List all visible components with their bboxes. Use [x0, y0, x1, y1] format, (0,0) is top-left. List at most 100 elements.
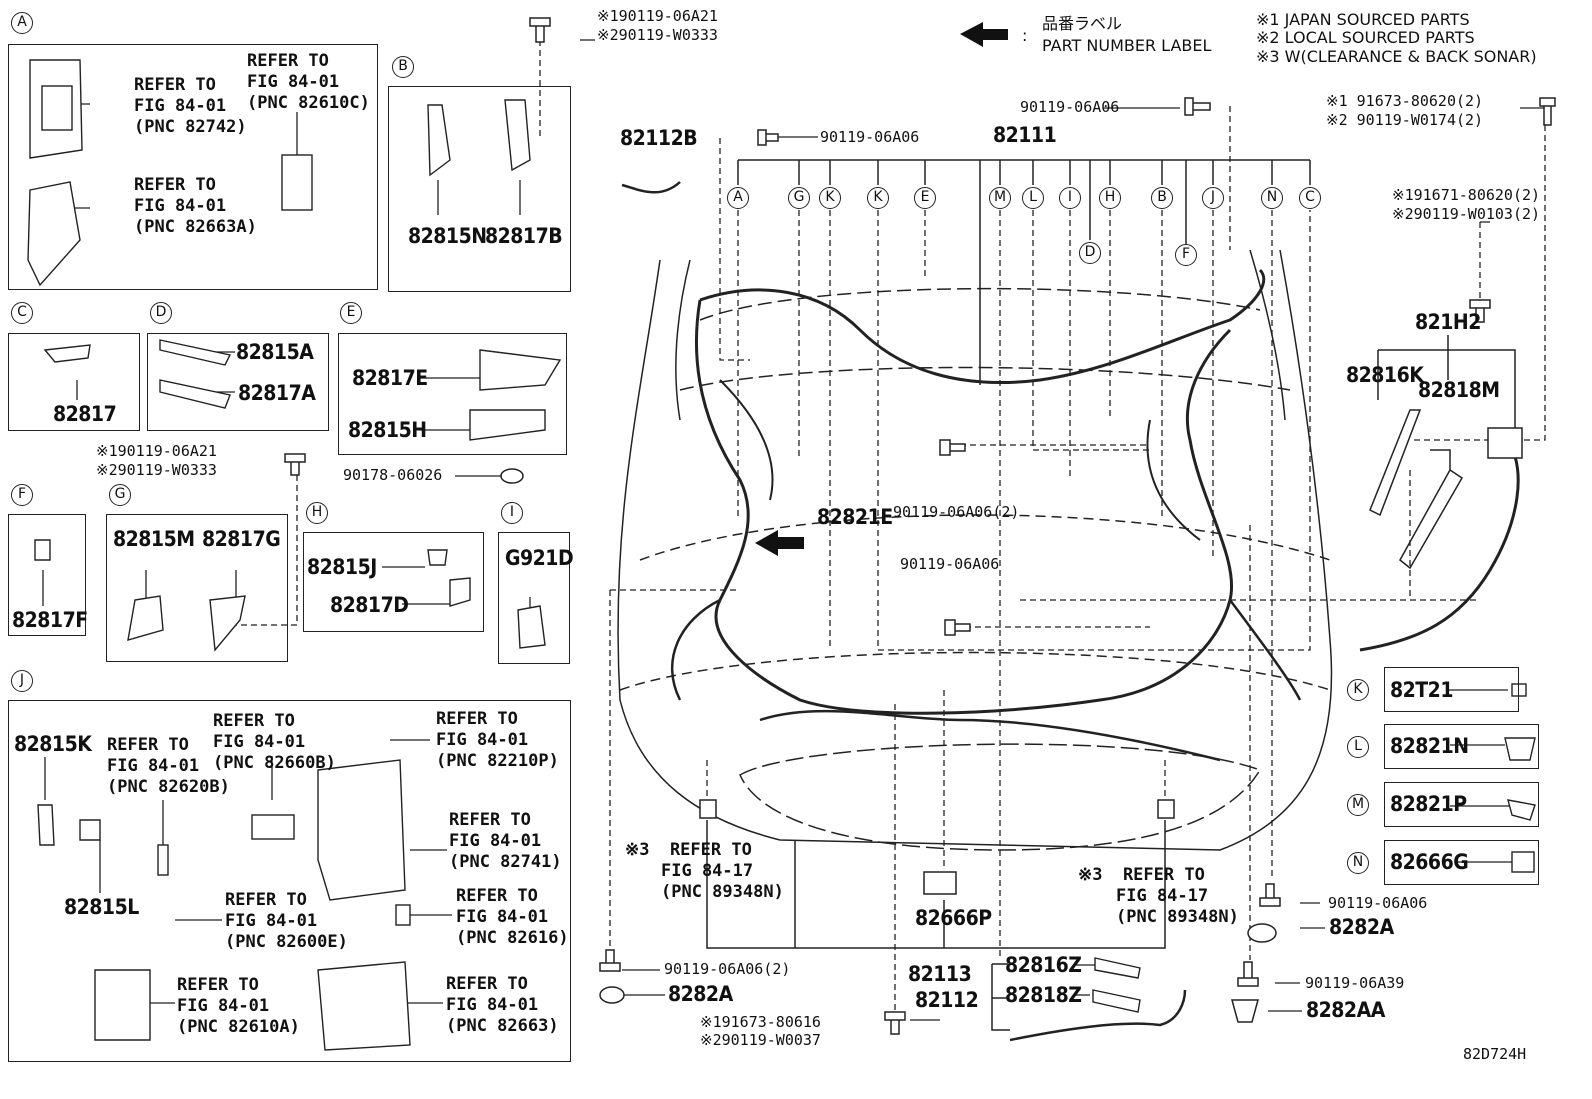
section-letter-h: H — [306, 502, 328, 524]
part-82817b: 82817B — [485, 224, 563, 248]
part-82817d: 82817D — [330, 593, 409, 617]
part-82815k: 82815K — [14, 732, 92, 756]
sec-j-ref3-l1: REFER TO — [436, 709, 518, 729]
mid-bolt-note-1: ※190119-06A21 — [96, 442, 217, 460]
section-a-frame — [8, 44, 378, 290]
top-bolt-note-2: ※290119-W0333 — [597, 26, 718, 44]
part-82113: 82113 — [908, 962, 972, 986]
sec-j-ref4-l3: (PNC 82741) — [449, 852, 562, 872]
part-82815m: 82815M — [113, 527, 195, 551]
section-letter-b: B — [392, 56, 414, 78]
sec-j-ref1-l1: REFER TO — [107, 735, 189, 755]
bolt-icon — [284, 453, 306, 476]
part-82818m: 82818M — [1418, 378, 1500, 402]
sec-j-ref7-l1: REFER TO — [177, 975, 259, 995]
part-82817e: 82817E — [352, 366, 428, 390]
callout-n: N — [1261, 187, 1283, 209]
sec-j-ref1-l2: FIG 84-01 — [107, 756, 200, 776]
bolt-icon — [1539, 97, 1556, 126]
callout-m: M — [989, 187, 1011, 209]
section-letter-e: E — [340, 302, 362, 324]
sonar-ref-left-l3: (PNC 89348N) — [661, 882, 784, 902]
bolt-90119-06a06-2-lower: 90119-06A06(2) — [664, 960, 791, 978]
section-n-box — [1384, 840, 1539, 885]
part-8282a-right: 8282A — [1329, 915, 1394, 939]
sec-j-ref4-l2: FIG 84-01 — [449, 831, 542, 851]
sec-a-ref3-l3: (PNC 82663A) — [134, 217, 257, 237]
section-g-frame — [106, 514, 288, 662]
sec-a-ref2-l3: (PNC 82610C) — [247, 93, 370, 113]
callout-h: H — [1099, 187, 1121, 209]
callout-i: I — [1059, 187, 1081, 209]
section-letter-c: C — [11, 302, 33, 324]
part-90178-06026: 90178-06026 — [343, 466, 443, 484]
sec-j-ref6-l1: REFER TO — [456, 886, 538, 906]
callout-a: A — [727, 187, 749, 209]
section-letter-d: D — [150, 302, 172, 324]
callout-e: E — [914, 187, 936, 209]
part-82815j: 82815J — [307, 555, 377, 579]
bolt-icon — [884, 1011, 906, 1035]
bolt-icon — [1469, 299, 1491, 323]
right-bolt2-note-2: ※290119-W0103(2) — [1392, 205, 1541, 223]
part-82817f: 82817F — [12, 608, 88, 632]
part-g921d: G921D — [505, 546, 574, 570]
part-label-arrow-icon-main — [755, 530, 804, 556]
section-letter-i: I — [501, 502, 523, 524]
part-82815a: 82815A — [236, 340, 314, 364]
sec-j-ref3-l3: (PNC 82210P) — [436, 751, 559, 771]
legend-label-en: PART NUMBER LABEL — [1042, 36, 1212, 55]
bolt-icon — [599, 949, 621, 972]
diagram-id: 82D724H — [1463, 1045, 1527, 1063]
part-82816z: 82816Z — [1005, 953, 1082, 977]
sec-j-ref7-l3: (PNC 82610A) — [177, 1017, 300, 1037]
legend-colon: : — [1022, 26, 1028, 45]
sec-j-ref8-l2: FIG 84-01 — [446, 995, 539, 1015]
section-letter-a: A — [11, 12, 33, 34]
part-82815l: 82815L — [64, 895, 139, 919]
bolt-90119-06a06-upper-right: 90119-06A06 — [1020, 98, 1120, 116]
part-82818z: 82818Z — [1005, 983, 1082, 1007]
sec-a-ref2-l2: FIG 84-01 — [247, 72, 340, 92]
callout-l: L — [1022, 187, 1044, 209]
part-82111: 82111 — [993, 123, 1057, 147]
sec-j-ref3-l2: FIG 84-01 — [436, 730, 529, 750]
legend-note-1: ※1 JAPAN SOURCED PARTS — [1256, 10, 1470, 29]
sec-a-ref1-l1: REFER TO — [134, 75, 216, 95]
connector-icon — [1487, 427, 1523, 459]
part-82821e: 82821E — [817, 505, 893, 529]
sonar-connector-icon — [699, 799, 717, 819]
sec-j-ref2-l3: (PNC 82660B) — [213, 753, 336, 773]
clip-icon — [1247, 923, 1277, 943]
sonar-connector-icon — [1157, 799, 1175, 819]
bolt-icon — [939, 439, 966, 456]
part-82666p: 82666P — [915, 906, 992, 930]
sonar-ref-left-l2: FIG 84-17 — [661, 861, 754, 881]
bolt-icon — [757, 129, 779, 146]
section-letter-m: M — [1347, 794, 1369, 816]
section-d-frame — [147, 333, 329, 431]
sec-j-ref5-l3: (PNC 82600E) — [225, 932, 348, 952]
part-82817a: 82817A — [238, 381, 316, 405]
mid-bolt-note-2: ※290119-W0333 — [96, 461, 217, 479]
legend-note-3: ※3 W(CLEARANCE & BACK SONAR) — [1256, 47, 1537, 66]
sec-a-ref3-l2: FIG 84-01 — [134, 196, 227, 216]
part-8282a-left: 8282A — [668, 982, 733, 1006]
sec-j-ref8-l3: (PNC 82663) — [446, 1016, 559, 1036]
connector-icon — [923, 871, 957, 895]
right-bolt-note-2: ※2 90119-W0174(2) — [1326, 111, 1484, 129]
part-821h2: 821H2 — [1415, 310, 1481, 334]
sonar-ref-right-l1: ※3 REFER TO — [1078, 865, 1205, 885]
part-82112: 82112 — [915, 988, 979, 1012]
section-letter-j: J — [11, 670, 33, 692]
grommet-icon — [1231, 999, 1259, 1023]
sec-j-ref2-l1: REFER TO — [213, 711, 295, 731]
part-82817: 82817 — [53, 402, 117, 426]
sec-j-ref7-l2: FIG 84-01 — [177, 996, 270, 1016]
sec-j-ref8-l1: REFER TO — [446, 974, 528, 994]
section-b-frame — [388, 86, 571, 292]
top-bolt-note-1: ※190119-06A21 — [597, 7, 718, 25]
sonar-ref-right-l3: (PNC 89348N) — [1116, 907, 1239, 927]
section-m-box — [1384, 782, 1539, 827]
section-f-frame — [8, 514, 86, 636]
